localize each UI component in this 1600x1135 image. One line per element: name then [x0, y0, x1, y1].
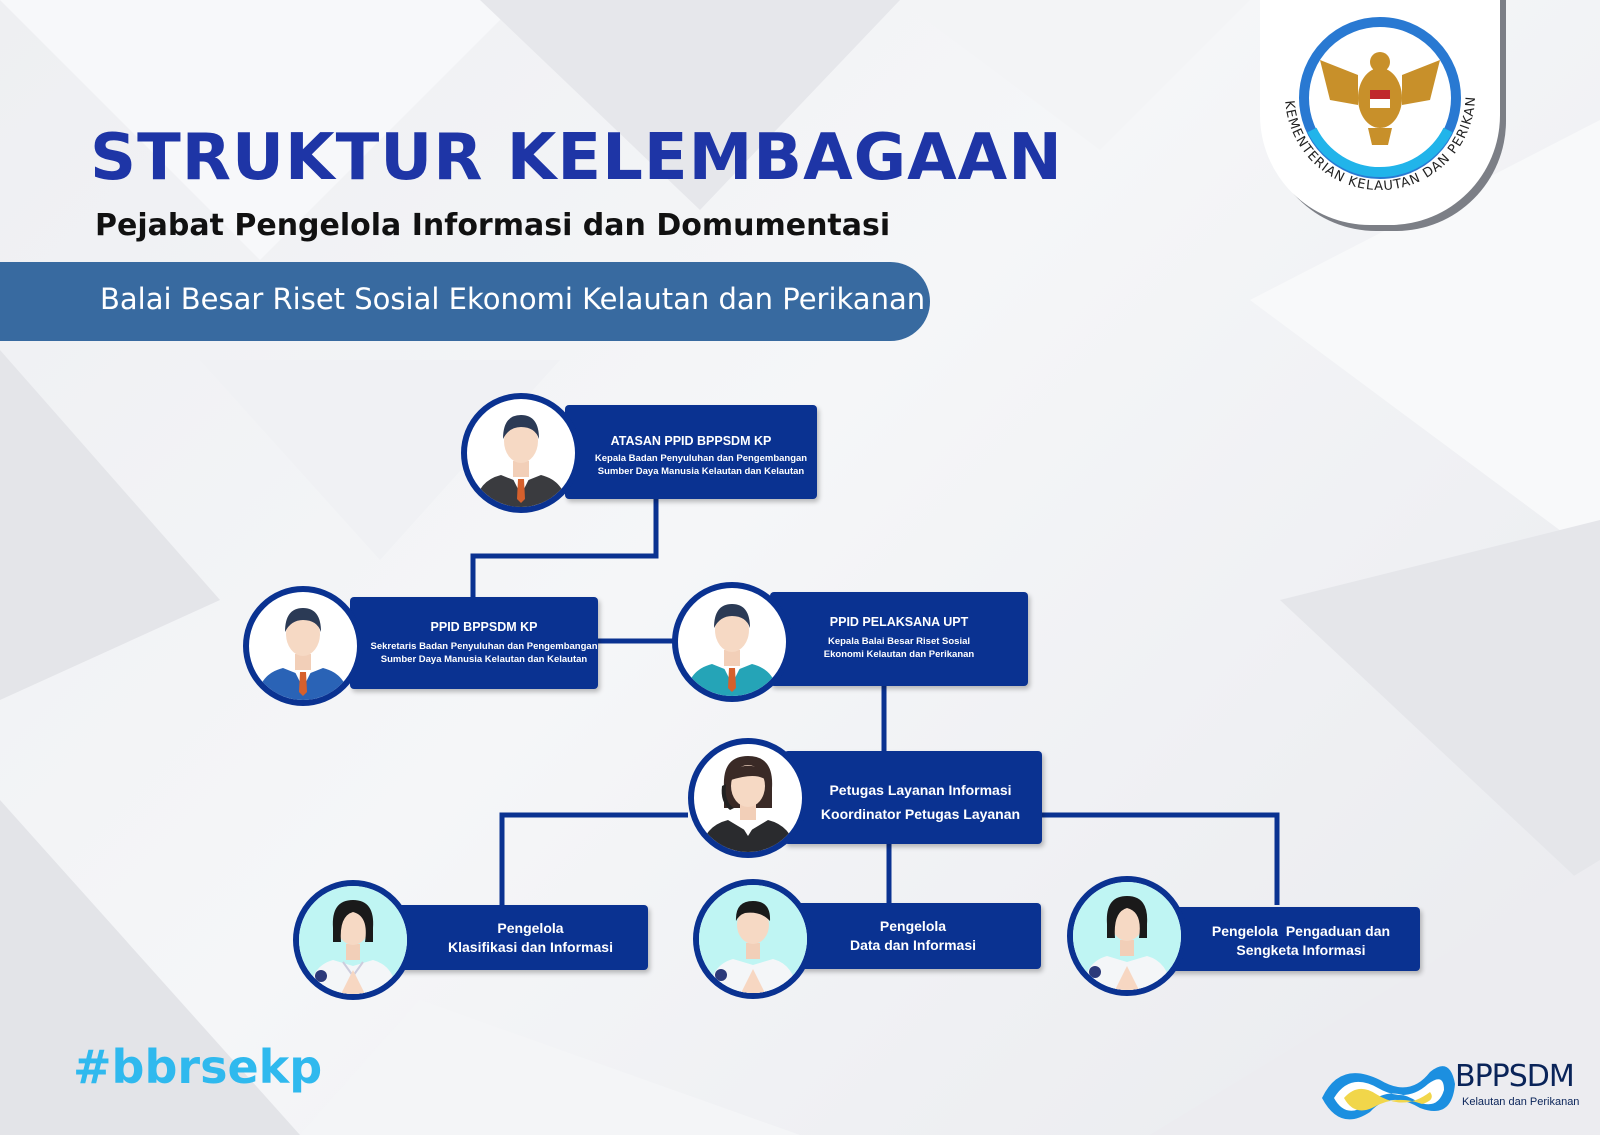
atasan-ppid-desc-1: Kepala Badan Penyuluhan dan Pengembangan — [594, 453, 808, 464]
ppid-pelaksana-avatar — [672, 582, 792, 702]
ppid-pelaksana-desc-2: Ekonomi Kelautan dan Perikanan — [823, 649, 975, 660]
hashtag: #bbrsekp — [73, 1040, 323, 1094]
pengelola-pengaduan-line-1: Pengelola Pengaduan dan — [1211, 923, 1391, 939]
page-title: STRUKTUR KELEMBAGAAN — [90, 121, 1063, 195]
pengelola-klasifikasi-line-1: Pengelola — [497, 920, 564, 936]
man-suit-blue-icon — [257, 608, 349, 700]
pengelola-pengaduan-line-2: Sengketa Informasi — [1236, 942, 1366, 958]
ppid-pelaksana-box: PPID PELAKSANA UPT Kepala Balai Besar Ri… — [770, 592, 1028, 686]
woman-uniform-icon — [299, 886, 407, 994]
page-subtitle: Pejabat Pengelola Informasi dan Domument… — [95, 208, 891, 243]
bppsdm-logo-icon — [1322, 1066, 1455, 1120]
bppsdm-brand: BPPSDM — [1455, 1059, 1575, 1094]
atasan-ppid-box: ATASAN PPID BPPSDM KP Kepala Badan Penyu… — [565, 405, 817, 499]
atasan-ppid-desc-2: Sumber Daya Manusia Kelautan dan Kelauta… — [597, 466, 805, 477]
man-uniform-icon — [699, 885, 807, 993]
garuda-emblem-icon: KEMENTERIAN KELAUTAN DAN PERIKANAN — [1260, 0, 1478, 194]
atasan-avatar — [461, 393, 581, 513]
institution-banner: Balai Besar Riset Sosial Ekonomi Kelauta… — [0, 262, 930, 341]
man-suit-teal-icon — [686, 604, 778, 696]
petugas-layanan-line-2: Koordinator Petugas Layanan — [820, 806, 1021, 822]
ppid-bppsdm-desc-1: Sekretaris Badan Penyuluhan dan Pengemba… — [370, 641, 598, 652]
petugas-layanan-box: Petugas Layanan Informasi Koordinator Pe… — [784, 751, 1042, 844]
pengelola-data-line-1: Pengelola — [879, 918, 947, 934]
pengelola-klasifikasi-box: Pengelola Klasifikasi dan Informasi — [393, 905, 648, 970]
petugas-avatar — [688, 738, 808, 858]
pengelola-klasifikasi-line-2: Klasifikasi dan Informasi — [448, 939, 613, 955]
ppid-pelaksana-desc-1: Kepala Balai Besar Riset Sosial — [827, 636, 971, 647]
klasifikasi-avatar — [293, 880, 413, 1000]
pengelola-data-box: Pengelola Data dan Informasi — [785, 903, 1041, 969]
woman-uniform-icon — [1073, 882, 1181, 990]
ppid-bppsdm-title: PPID BPPSDM KP — [430, 620, 538, 634]
ppid-bppsdm-desc-2: Sumber Daya Manusia Kelautan dan Kelauta… — [380, 654, 588, 665]
atasan-ppid-title: ATASAN PPID BPPSDM KP — [610, 434, 772, 448]
pengelola-data-line-2: Data dan Informasi — [849, 937, 977, 953]
woman-blazer-icon — [700, 756, 796, 852]
institution-name: Balai Besar Riset Sosial Ekonomi Kelauta… — [100, 282, 926, 316]
man-suit-dark-icon — [475, 415, 567, 507]
ministry-logo: KEMENTERIAN KELAUTAN DAN PERIKANAN — [1260, 0, 1500, 225]
petugas-layanan-line-1: Petugas Layanan Informasi — [829, 782, 1012, 798]
data-avatar — [693, 879, 813, 999]
pengelola-pengaduan-box: Pengelola Pengaduan dan Sengketa Informa… — [1162, 907, 1420, 971]
ppid-bppsdm-avatar — [243, 586, 363, 706]
pengaduan-avatar — [1067, 876, 1187, 996]
bppsdm-brand-sub: Kelautan dan Perikanan — [1462, 1096, 1580, 1108]
ppid-bppsdm-box: PPID BPPSDM KP Sekretaris Badan Penyuluh… — [350, 597, 598, 689]
ppid-pelaksana-title: PPID PELAKSANA UPT — [829, 615, 969, 629]
